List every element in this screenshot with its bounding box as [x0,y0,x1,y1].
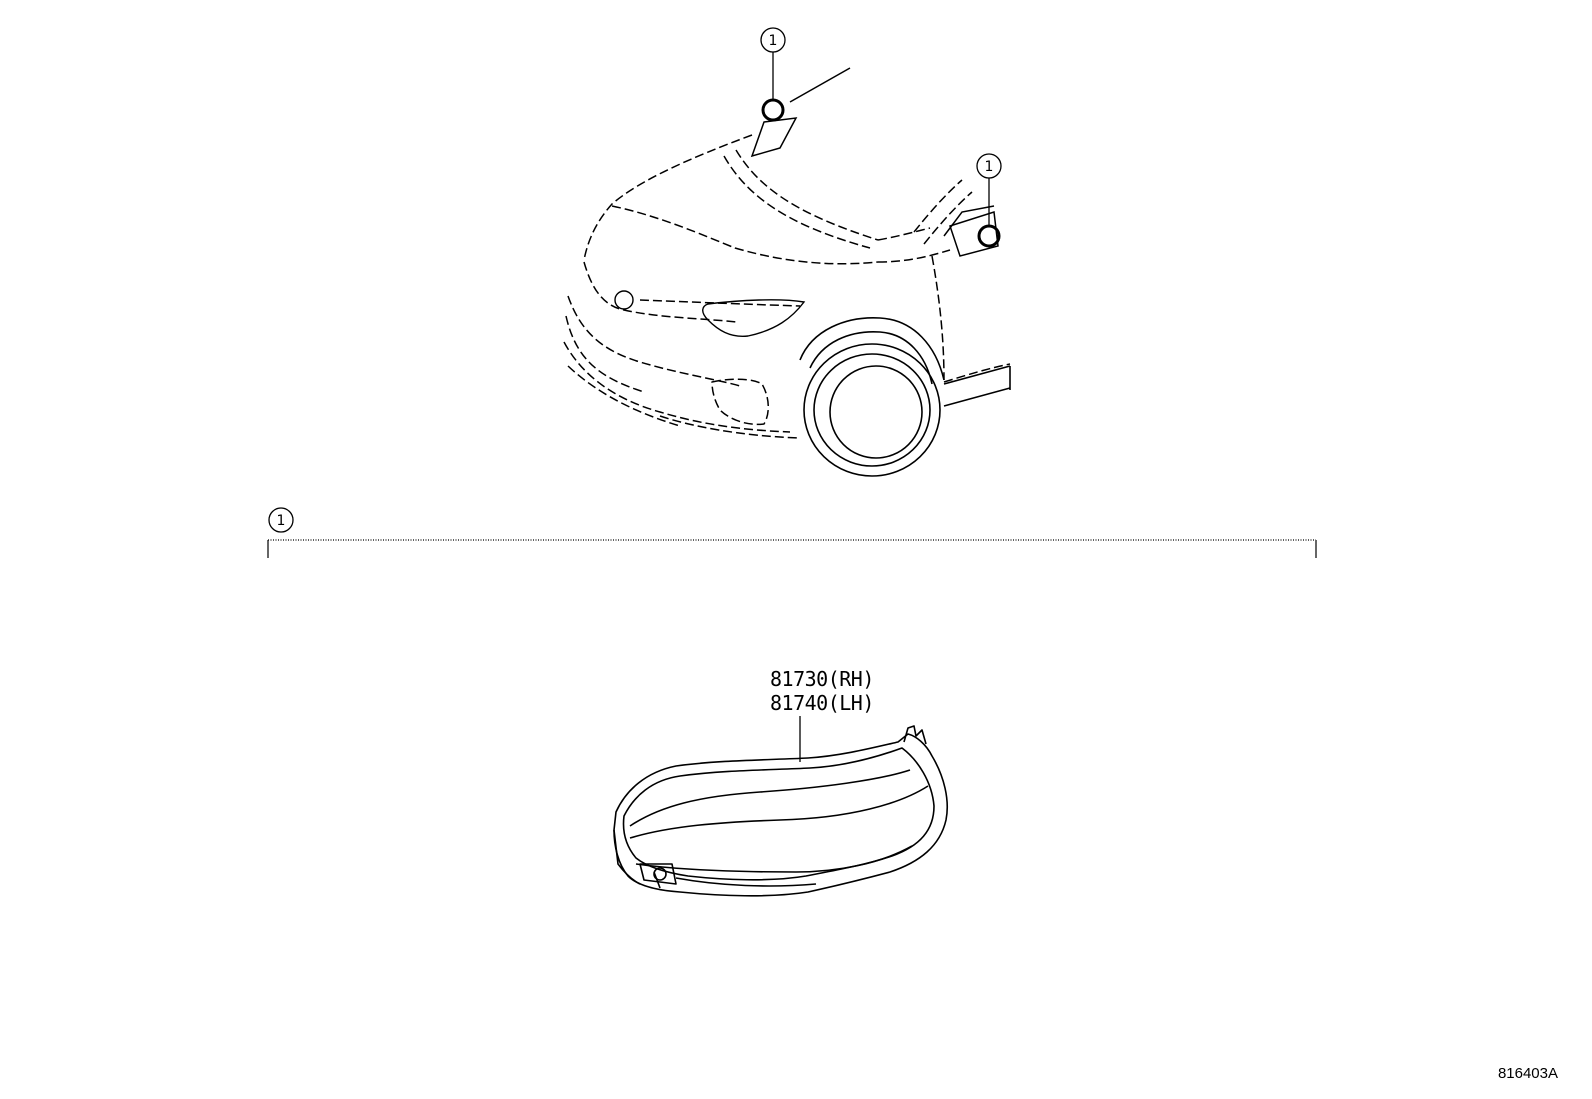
callout-top[interactable]: 1 [760,27,786,53]
wheel [799,317,1011,477]
callout-section-label: 1 [277,513,286,529]
callout-top-label: 1 [769,33,778,49]
callout-markers [761,52,1001,248]
callout-right-label: 1 [985,159,994,175]
vehicle-front-outline [563,134,1011,439]
callout-section[interactable]: 1 [268,507,294,533]
part-number-rh[interactable]: 81730(RH) [770,667,874,691]
marker-top [761,98,785,122]
lamp-assembly [613,725,949,897]
callout-right[interactable]: 1 [976,153,1002,179]
part-number-lh[interactable]: 81740(LH) [770,691,874,715]
illustration-id: 816403A [1498,1065,1558,1082]
marker-right [977,224,1001,248]
vehicle-headlamp [614,290,806,337]
section-divider [267,539,1317,558]
mirror-panels [750,67,999,257]
